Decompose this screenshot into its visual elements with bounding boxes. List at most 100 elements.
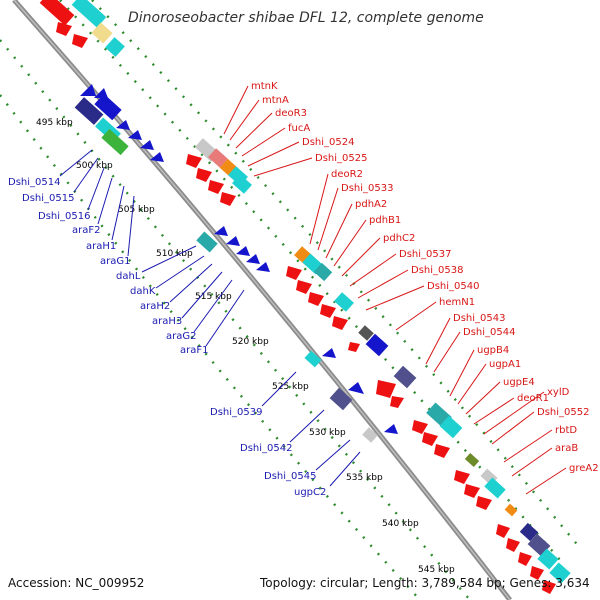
leader-line — [289, 409, 325, 443]
leader-line — [127, 195, 135, 257]
leader-line — [111, 185, 125, 241]
feature-block — [537, 548, 559, 570]
feature-arrow — [140, 140, 154, 150]
leader-line — [511, 447, 553, 477]
feature-block — [549, 562, 571, 584]
kbp-label: 525 kbp — [272, 382, 309, 392]
gene-label: Dshi_0533 — [341, 183, 393, 194]
feature-block — [464, 453, 480, 467]
leader-line — [235, 112, 273, 149]
leader-line — [315, 439, 351, 471]
gene-label: hemN1 — [439, 297, 475, 308]
leader-line — [309, 173, 329, 245]
gene-label: pdhA2 — [355, 199, 387, 210]
leader-line — [325, 203, 353, 259]
kbp-ticks: 495 kbp 500 kbp 505 kbp 510 kbp 515 kbp … — [36, 118, 455, 575]
gene-label: araG1 — [100, 256, 130, 267]
feature-arrow — [384, 424, 398, 434]
feature-block — [527, 533, 551, 557]
gene-label: araF1 — [180, 345, 208, 356]
feature-arrow — [530, 566, 544, 580]
leader-line — [491, 411, 535, 445]
gene-label: deoR1 — [517, 393, 549, 404]
feature-block — [313, 262, 333, 282]
leader-line — [181, 271, 223, 319]
feature-block — [393, 365, 417, 389]
leader-line — [241, 127, 286, 157]
gene-label: greA2 — [569, 463, 599, 474]
feature-block — [208, 148, 228, 168]
kbp-label: 535 kbp — [346, 473, 383, 483]
gene-label: araB — [555, 443, 578, 454]
gene-label: xylD — [547, 387, 570, 398]
gene-label: Dshi_0516 — [38, 211, 90, 222]
feature-block — [504, 503, 518, 517]
leader-line — [433, 331, 461, 373]
leader-line — [193, 279, 233, 333]
feature-arrow — [308, 292, 324, 306]
map-title: Dinoroseobacter shibae DFL 12, complete … — [128, 10, 484, 26]
feature-arrow — [150, 152, 164, 162]
gene-label: araH3 — [152, 316, 182, 327]
leader-line — [395, 301, 437, 331]
leader-line — [425, 317, 451, 365]
gene-label: deoR3 — [275, 108, 307, 119]
feature-block — [196, 231, 218, 253]
gene-label: mtnK — [251, 81, 278, 92]
gene-label: Dshi_0537 — [399, 249, 451, 260]
leader-line — [155, 255, 205, 289]
feature-block — [39, 0, 75, 26]
feature-arrow — [422, 432, 438, 446]
gene-label: pdhC2 — [383, 233, 415, 244]
gene-label: fucA — [288, 123, 310, 134]
kbp-label: 495 kbp — [36, 118, 73, 128]
feature-arrow — [56, 22, 72, 36]
feature-block — [105, 37, 125, 57]
feature-arrow — [506, 538, 520, 552]
feature-block — [232, 174, 252, 194]
leader-line — [525, 467, 567, 495]
feature-arrow — [214, 226, 228, 236]
gene-label: mtnA — [262, 95, 289, 106]
leader-line — [261, 371, 297, 407]
feature-arrow — [80, 84, 96, 96]
gene-label: araF2 — [72, 225, 100, 236]
gene-label: deoR2 — [331, 169, 363, 180]
gene-label: ugpE4 — [503, 377, 535, 388]
feature-arrow — [496, 524, 510, 538]
gene-label: Dshi_0552 — [537, 407, 589, 418]
feature-block — [329, 387, 353, 411]
gene-label: Dshi_0515 — [22, 193, 74, 204]
leader-line — [349, 253, 397, 287]
gene-label: Dshi_0543 — [453, 313, 505, 324]
gene-label: Dshi_0542 — [240, 443, 292, 454]
leader-line — [87, 167, 105, 211]
feature-arrow — [518, 552, 532, 566]
kbp-label: 515 kbp — [195, 292, 232, 302]
feature-arrow — [128, 130, 142, 140]
kbp-label: 530 kbp — [309, 428, 346, 438]
feature-arrow — [320, 304, 336, 318]
feature-arrow — [476, 496, 492, 510]
leader-line — [483, 391, 545, 435]
feature-block — [365, 333, 389, 357]
feature-arrow — [196, 168, 212, 182]
feature-arrow — [220, 192, 236, 206]
kbp-label: 505 kbp — [118, 205, 155, 215]
leader-line — [247, 141, 300, 167]
guide-track-inner-left — [0, 39, 471, 600]
leader-line — [205, 289, 245, 347]
feature-arrow — [322, 348, 336, 358]
feature-block — [304, 350, 322, 368]
gene-label: Dshi_0544 — [463, 327, 515, 338]
feature-arrow — [286, 266, 302, 280]
leader-line — [141, 245, 197, 273]
feature-block — [439, 415, 463, 439]
gene-label: rbtD — [555, 425, 577, 436]
kbp-label: 520 kbp — [232, 337, 269, 347]
leader-line — [357, 269, 409, 299]
gene-label: araH1 — [86, 241, 116, 252]
kbp-label: 510 kbp — [156, 249, 193, 259]
